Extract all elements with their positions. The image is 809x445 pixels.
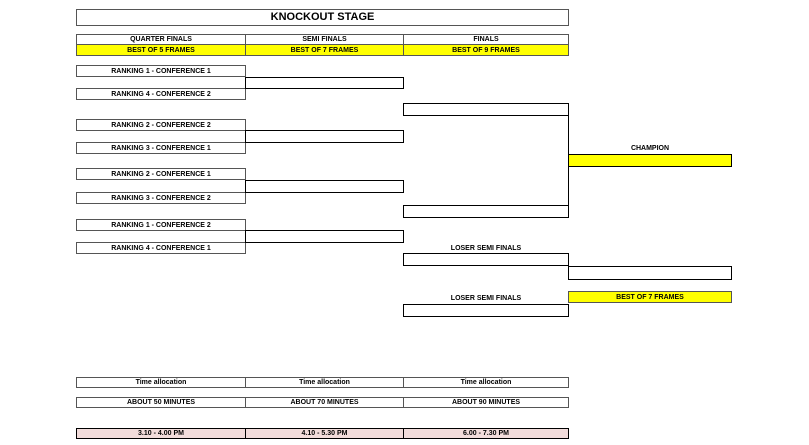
duration-final: ABOUT 90 MINUTES bbox=[403, 397, 569, 408]
time-slot-qf: 3.10 - 4.00 PM bbox=[76, 428, 246, 439]
sf-slot-2 bbox=[245, 130, 404, 143]
qf-entry-6: RANKING 3 - CONFERENCE 2 bbox=[76, 192, 246, 204]
qf-entry-7: RANKING 1 - CONFERENCE 2 bbox=[76, 219, 246, 231]
format-finals: BEST OF 9 FRAMES bbox=[403, 44, 569, 56]
time-slot-sf: 4.10 - 5.30 PM bbox=[245, 428, 404, 439]
qf-entry-3: RANKING 2 - CONFERENCE 2 bbox=[76, 119, 246, 131]
sf-slot-3 bbox=[245, 180, 404, 193]
final-slot-1 bbox=[403, 103, 569, 116]
qf-entry-8: RANKING 4 - CONFERENCE 1 bbox=[76, 242, 246, 254]
third-place-slot bbox=[568, 266, 732, 280]
format-quarter-finals: BEST OF 5 FRAMES bbox=[76, 44, 246, 56]
loser-semi-finals-slot-2 bbox=[403, 304, 569, 317]
sf-slot-4 bbox=[245, 230, 404, 243]
third-place-format: BEST OF 7 FRAMES bbox=[568, 291, 732, 303]
qf-entry-4: RANKING 3 - CONFERENCE 1 bbox=[76, 142, 246, 154]
qf-entry-1: RANKING 1 - CONFERENCE 1 bbox=[76, 65, 246, 77]
qf-entry-5: RANKING 2 - CONFERENCE 1 bbox=[76, 168, 246, 180]
champion-highlight-extension bbox=[731, 156, 809, 166]
loser-semi-finals-slot-1 bbox=[403, 253, 569, 266]
champion-label: CHAMPION bbox=[630, 144, 670, 152]
time-allocation-label-final: Time allocation bbox=[403, 377, 569, 388]
duration-qf: ABOUT 50 MINUTES bbox=[76, 397, 246, 408]
duration-sf: ABOUT 70 MINUTES bbox=[245, 397, 404, 408]
qf-entry-2: RANKING 4 - CONFERENCE 2 bbox=[76, 88, 246, 100]
page-title: KNOCKOUT STAGE bbox=[76, 9, 569, 26]
time-slot-final: 6.00 - 7.30 PM bbox=[403, 428, 569, 439]
time-allocation-label-qf: Time allocation bbox=[76, 377, 246, 388]
loser-semi-finals-label-1: LOSER SEMI FINALS bbox=[450, 244, 522, 252]
champion-slot bbox=[568, 154, 732, 167]
time-allocation-label-sf: Time allocation bbox=[245, 377, 404, 388]
loser-semi-finals-label-2: LOSER SEMI FINALS bbox=[450, 294, 522, 302]
format-semi-finals: BEST OF 7 FRAMES bbox=[245, 44, 404, 56]
sf-slot-1 bbox=[245, 77, 404, 89]
third-place-highlight-extension bbox=[731, 292, 809, 302]
final-slot-2 bbox=[403, 205, 569, 218]
